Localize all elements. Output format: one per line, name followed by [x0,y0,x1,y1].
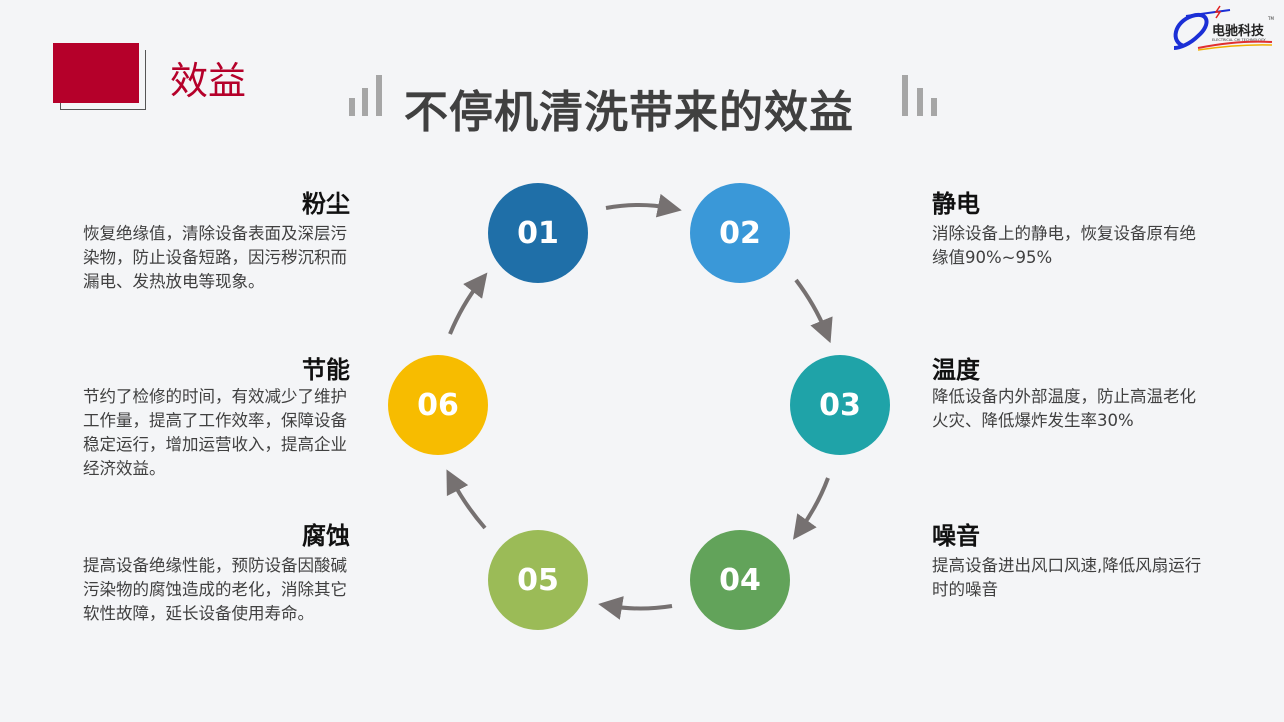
arrow-06-01 [448,272,488,335]
arrow-05-06 [446,469,487,530]
title-bar-decoration [376,75,382,116]
company-logo: 电驰科技 ELECTRICAL CHI TECHNOLOGY TM [1168,2,1280,56]
arrow-02-03 [794,278,833,344]
heading-static: 静电 [932,190,980,218]
heading-noise: 噪音 [932,522,980,550]
svg-text:电驰科技: 电驰科技 [1212,23,1265,39]
section-label: 效益 [170,59,247,103]
heading-corrosion: 腐蚀 [302,522,350,550]
title-bar-decoration [362,88,368,116]
step-circle-04: 04 [690,530,790,630]
title-bar-decoration [902,75,908,116]
step-circle-01: 01 [488,183,588,283]
title-bar-decoration [917,88,923,116]
arrow-01-02 [605,193,682,218]
desc-static: 消除设备上的静电，恢复设备原有绝缘值90%~95% [932,224,1196,267]
desc-energy: 节约了检修的时间，有效减少了维护工作量，提高了工作效率，保障设备稳定运行，增加运… [83,387,347,478]
step-circle-02: 02 [690,183,790,283]
svg-text:TM: TM [1267,16,1274,21]
heading-dust: 粉尘 [302,190,350,218]
step-circle-05: 05 [488,530,588,630]
desc-noise: 提高设备进出风口风速,降低风扇运行时的噪音 [932,556,1202,599]
section-box [53,43,139,103]
heading-temperature: 温度 [932,356,980,384]
desc-temperature: 降低设备内外部温度，防止高温老化火灾、降低爆炸发生率30% [932,387,1196,430]
svg-text:ELECTRICAL CHI TECHNOLOGY: ELECTRICAL CHI TECHNOLOGY [1212,38,1266,42]
step-circle-06: 06 [388,355,488,455]
arrow-03-04 [792,477,830,540]
heading-energy: 节能 [302,356,350,384]
page-title: 不停机清洗带来的效益 [404,87,854,138]
desc-dust: 恢复绝缘值，清除设备表面及深层污染物，防止设备短路，因污秽沉积而漏电、发热放电等… [83,224,347,291]
title-bar-decoration [349,98,355,116]
desc-corrosion: 提高设备绝缘性能，预防设备因酸碱污染物的腐蚀造成的老化，消除其它软性故障，延长设… [83,556,347,623]
arrow-04-05 [598,596,673,620]
step-circle-03: 03 [790,355,890,455]
title-bar-decoration [931,98,937,116]
